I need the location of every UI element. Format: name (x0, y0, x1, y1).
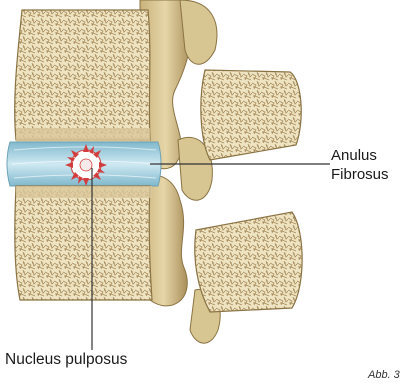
upper-vertebral-body (15, 10, 150, 142)
posterior-arch (140, 0, 302, 343)
nucleus-pulposus-label: Nucleus pulposus (5, 350, 127, 369)
lower-vertebral-body (15, 186, 152, 300)
anulus-fibrosus-label: Anulus Fibrosus (331, 146, 389, 184)
anulus-label-line2: Fibrosus (331, 165, 389, 184)
nucleus-pulposus (65, 144, 107, 186)
figure-number-label: Abb. 3 (368, 366, 400, 385)
anulus-label-line1: Anulus (331, 146, 389, 165)
